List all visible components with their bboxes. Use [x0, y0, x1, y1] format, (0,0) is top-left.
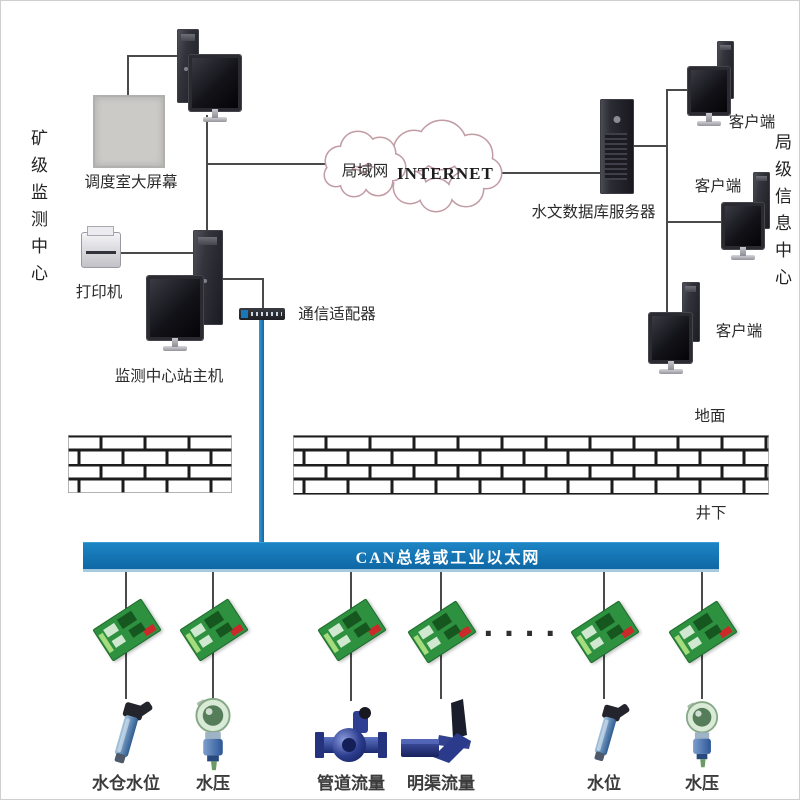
pcb-module-icon	[179, 598, 249, 662]
pcb-module-icon	[92, 598, 162, 662]
connector-line	[222, 278, 264, 280]
printer-icon	[81, 226, 121, 268]
comm-adapter-icon	[239, 308, 285, 320]
connector-line	[128, 55, 178, 57]
adapter-label: 通信适配器	[298, 306, 376, 323]
connector-line	[633, 145, 668, 147]
sensor-label: 水压	[196, 774, 230, 793]
sensor-label: 水仓水位	[92, 774, 160, 793]
host-label: 监测中心站主机	[114, 368, 224, 385]
mine-center-label: 矿级监测中心	[28, 129, 47, 291]
brick-wall	[68, 435, 232, 493]
sensor-label: 管道流量	[317, 774, 385, 793]
connector-line	[262, 278, 264, 309]
printer-slot	[85, 250, 117, 254]
server-label: 水文数据库服务器	[531, 204, 656, 221]
pcb-module-icon	[668, 600, 738, 664]
server-icon	[600, 99, 634, 194]
cloud-icon	[323, 119, 503, 213]
client-label: 客户端	[728, 114, 776, 131]
brick-wall	[293, 435, 769, 495]
client-monitor-icon	[688, 67, 730, 115]
pcb-module-icon	[317, 598, 387, 662]
flow-meter-icon	[315, 701, 387, 771]
bureau-center-label: 局级信息中心	[772, 133, 791, 295]
sensor-label: 水压	[685, 774, 719, 793]
ground-label: 地面	[694, 408, 726, 425]
connector-line	[118, 252, 194, 254]
channel-flow-sensor-icon	[397, 695, 485, 777]
level-sensor-icon	[578, 696, 632, 772]
lan-label: 局域网	[341, 163, 389, 180]
connector-line	[666, 89, 694, 91]
pcb-module-icon	[407, 600, 477, 664]
sensor-label: 水位	[587, 774, 621, 793]
connector-line	[666, 89, 668, 312]
big-screen-icon	[93, 95, 165, 168]
pressure-sensor-icon	[677, 697, 727, 775]
ellipsis-dots: ····	[483, 617, 566, 650]
connector-line	[666, 221, 726, 223]
bus-label: CAN总线或工业以太网	[355, 549, 541, 567]
monitor-icon	[189, 55, 241, 111]
client-monitor-icon	[649, 313, 692, 363]
printer-label: 打印机	[75, 284, 123, 301]
level-sensor-icon	[96, 695, 156, 773]
host-monitor-icon	[147, 276, 203, 340]
pcb-module-icon	[570, 600, 640, 664]
connector-line	[206, 115, 208, 233]
internet-label: INTERNET	[397, 164, 494, 183]
underground-label: 井下	[695, 505, 727, 522]
connector-line	[127, 55, 129, 96]
sensor-label: 明渠流量	[407, 774, 475, 793]
connector-line	[477, 172, 601, 174]
big-screen-label: 调度室大屏幕	[84, 174, 178, 191]
printer-tray	[87, 226, 114, 236]
client-label: 客户端	[715, 323, 763, 340]
client-label: 客户端	[694, 178, 742, 195]
bus-bar: CAN总线或工业以太网	[83, 542, 719, 572]
client-monitor-icon	[722, 203, 764, 249]
connector-line	[207, 163, 343, 165]
riser-cable	[259, 318, 264, 547]
pressure-sensor-icon	[185, 695, 241, 777]
